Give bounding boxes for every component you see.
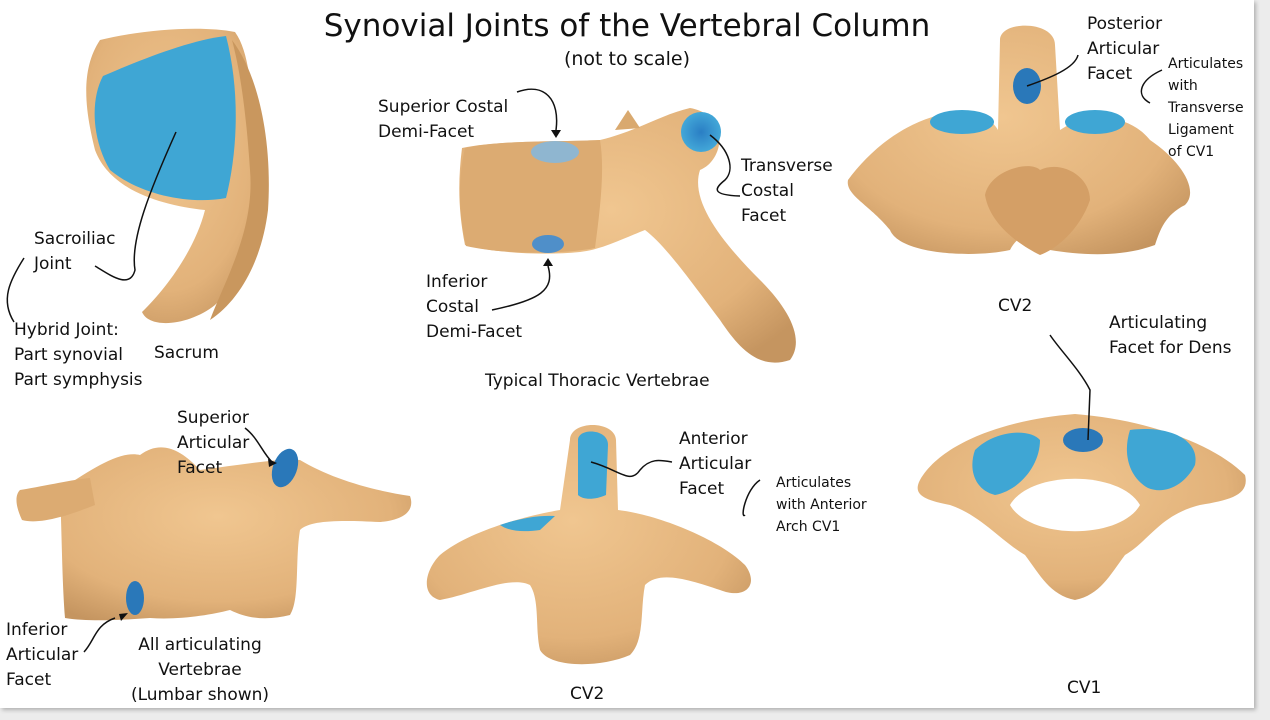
lumbar-caption: All articulating Vertebrae (Lumbar shown… bbox=[130, 635, 270, 705]
lumbar-vertebra-illustration bbox=[16, 447, 412, 621]
leader-lines bbox=[6, 54, 1163, 653]
sacroiliac-joint-label: Sacroiliac Joint bbox=[34, 229, 116, 274]
cv2-anterior-arch-note: Articulates with Anterior Arch CV1 bbox=[776, 475, 867, 535]
inferior-costal-demifacet-label: Inferior Costal Demi-Facet bbox=[426, 272, 523, 342]
sacrum-illustration bbox=[86, 28, 269, 324]
hybrid-joint-note: Hybrid Joint: Part synovial Part symphys… bbox=[14, 320, 143, 390]
thoracic-vertebra-illustration bbox=[459, 108, 796, 363]
transverse-costal-facet-label: Transverse Costal Facet bbox=[741, 156, 833, 226]
cv2-bottom-caption: CV2 bbox=[570, 684, 605, 704]
page-title: Synovial Joints of the Vertebral Column bbox=[323, 8, 931, 44]
page-subtitle: (not to scale) bbox=[563, 48, 691, 70]
inferior-articular-facet-label: Inferior Articular Facet bbox=[6, 620, 79, 690]
cv1-illustration bbox=[917, 414, 1246, 600]
cv2-top-caption: CV2 bbox=[998, 296, 1033, 316]
illustration-canvas bbox=[6, 25, 1246, 665]
thoracic-caption: Typical Thoracic Vertebrae bbox=[485, 371, 710, 391]
superior-costal-demifacet-label: Superior Costal Demi-Facet bbox=[378, 97, 509, 142]
sacrum-caption: Sacrum bbox=[154, 343, 219, 363]
leader-arrowheads bbox=[119, 130, 561, 621]
dens-facet-label: Articulating Facet for Dens bbox=[1109, 313, 1232, 358]
posterior-articular-facet-label: Posterior Articular Facet bbox=[1087, 14, 1163, 84]
cv2-transverse-ligament-note: Articulates with Transverse Ligament of … bbox=[1168, 56, 1244, 160]
anterior-articular-facet-label: Anterior Articular Facet bbox=[679, 429, 752, 499]
superior-articular-facet-label: Superior Articular Facet bbox=[177, 408, 250, 478]
cv2-anterior-illustration bbox=[426, 425, 751, 665]
slide: Synovial Joints of the Vertebral Column … bbox=[0, 0, 1254, 708]
cv1-caption: CV1 bbox=[1067, 678, 1102, 698]
